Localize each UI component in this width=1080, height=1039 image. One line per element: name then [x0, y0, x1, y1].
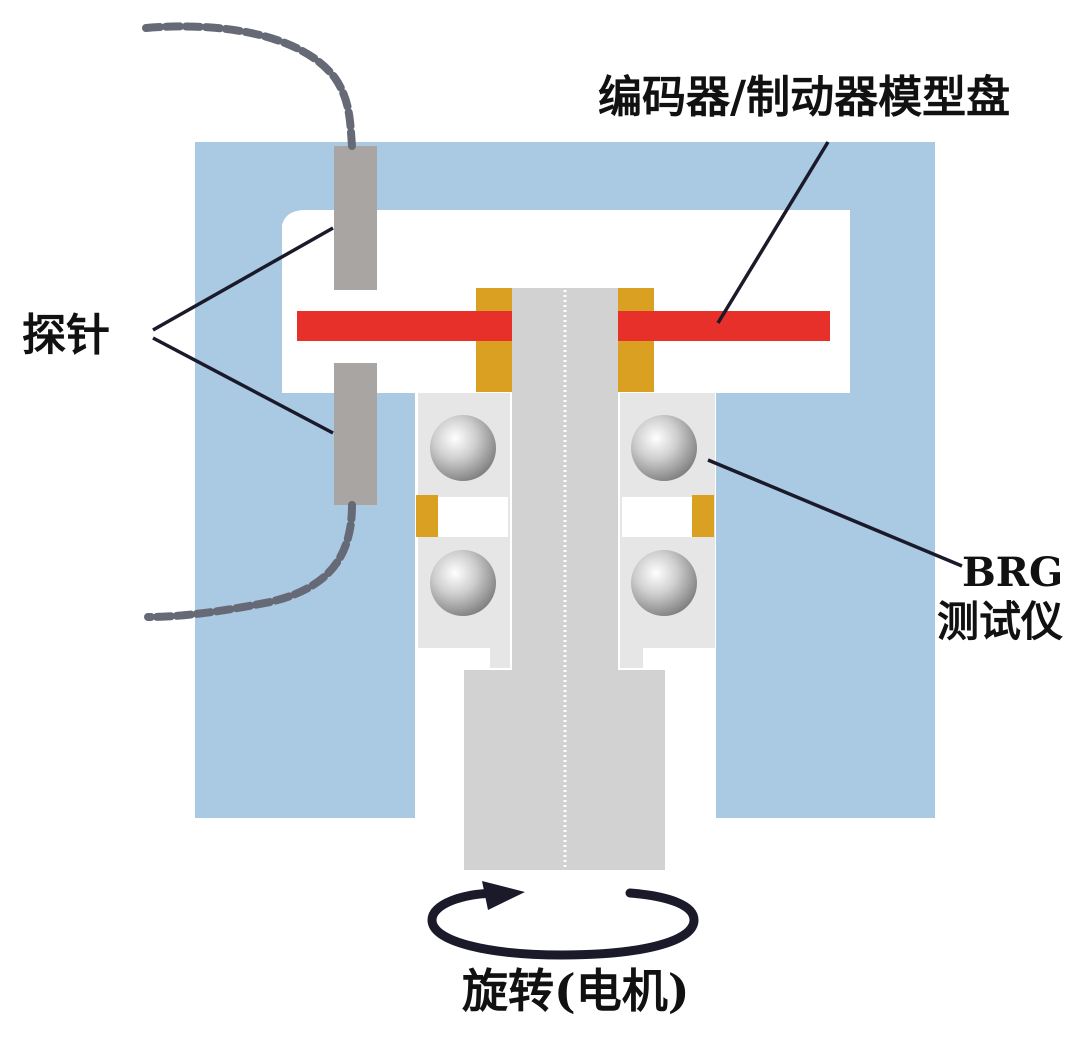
label-probe: 探针	[22, 310, 110, 361]
label-rotation: 旋转(电机)	[462, 964, 690, 1018]
leader-probe-lower	[152, 336, 334, 435]
leader-probe-upper	[152, 226, 334, 332]
rotation-arrow-head	[482, 881, 525, 910]
probe-cable-upper	[142, 22, 356, 150]
spacer-slot-left	[436, 497, 508, 537]
shaft	[464, 288, 665, 870]
spacer-slot-right	[622, 497, 694, 537]
label-brg-line1: BRG	[962, 549, 1064, 596]
leader-brg	[707, 458, 963, 568]
ball-lower-right	[631, 550, 697, 616]
rotation-arrow-ring	[427, 888, 699, 960]
bearing-spacer-left	[416, 495, 438, 537]
probe-cable-lower	[144, 501, 356, 621]
ball-upper-left	[430, 415, 496, 481]
leader-disk	[716, 141, 830, 324]
label-brg-line2: 测试仪	[937, 597, 1064, 646]
bearing-spacer-right	[692, 495, 714, 537]
probe-lower	[334, 363, 377, 505]
ball-lower-left	[430, 550, 496, 616]
model-disk-left	[297, 311, 512, 341]
label-model-disk: 编码器/制动器模型盘	[598, 72, 1011, 123]
ball-upper-right	[631, 415, 697, 481]
probe-upper	[334, 146, 377, 290]
